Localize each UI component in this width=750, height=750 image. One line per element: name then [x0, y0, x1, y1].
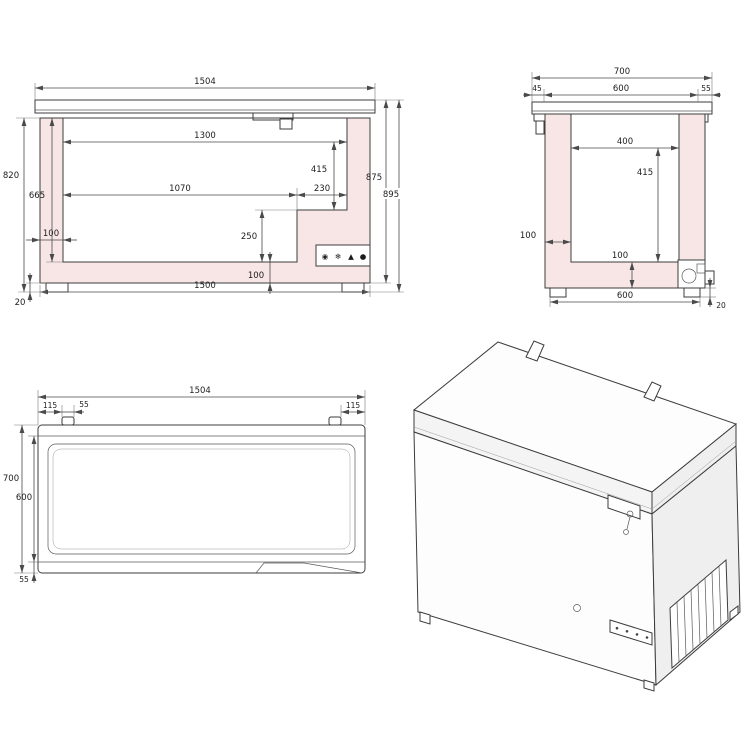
dim-upper-depth: 415 — [311, 165, 327, 175]
lid-seal-line — [47, 443, 356, 555]
dim-base-thickness: 100 — [612, 251, 628, 261]
control-panel-frame — [609, 619, 653, 646]
dim-front-strip: 55 — [19, 575, 29, 584]
compressor-unit — [677, 259, 715, 289]
dim-lid-width: 1504 — [189, 386, 211, 396]
dim-inner-depth: 415 — [637, 168, 653, 178]
dim-front-edge: 55 — [701, 84, 711, 93]
side-section-view: 700 45 600 55 400 415 100 100 600 — [520, 67, 726, 310]
dim-hinge-offset-right: 115 — [346, 401, 361, 410]
snowflake-icon: ❄ — [335, 252, 341, 261]
dim-foot-height: 20 — [716, 301, 726, 310]
dim-lid-width: 1504 — [194, 77, 216, 87]
foot-left — [45, 282, 69, 293]
dim-label-bg — [379, 188, 403, 199]
compressor-motor — [681, 268, 697, 284]
control-panel: ◉ ❄ ▲ ● — [315, 244, 371, 267]
handle-recess — [255, 562, 363, 574]
foot-front-left — [419, 611, 431, 625]
indicator-light — [645, 636, 649, 639]
hinge-bracket — [252, 112, 294, 121]
compressor-terminal — [696, 263, 706, 274]
dim-total-height: 895 — [383, 190, 399, 200]
hinge-latch — [279, 118, 293, 130]
foot-back-right — [729, 605, 739, 621]
dim-wall-thickness: 100 — [520, 231, 536, 241]
foot-left — [549, 287, 567, 298]
dim-floor-width: 1070 — [169, 184, 191, 194]
key-head — [623, 529, 629, 535]
dim-hinge-width: 55 — [79, 400, 89, 409]
dim-inner-width: 400 — [617, 137, 633, 147]
lid-outline — [34, 99, 376, 114]
indicator-light — [625, 630, 629, 633]
thermostat-knob — [573, 604, 581, 612]
compressor-bracket — [704, 270, 715, 285]
front-section-view: ◉ ❄ ▲ ● 1504 1300 415 1070 230 100 250 — [3, 77, 404, 308]
dim-lid-depth: 600 — [16, 493, 32, 503]
alarm-icon: ▲ — [348, 252, 354, 261]
dim-back-edge: 45 — [532, 84, 542, 93]
hinge-right — [328, 416, 342, 426]
top-view: 1504 115 55 115 700 600 55 — [3, 386, 366, 584]
control-panel-frame — [315, 244, 371, 267]
foot-right — [341, 282, 365, 293]
indicator-light — [635, 633, 639, 636]
dim-inner-width: 1300 — [194, 131, 216, 141]
dim-inner-depth: 665 — [29, 191, 45, 201]
foot-right — [683, 287, 701, 298]
dim-step-height: 250 — [241, 232, 257, 242]
lid-rim-line-side — [651, 440, 737, 510]
dim-base-depth: 600 — [617, 291, 633, 301]
dim-height-no-feet: 875 — [366, 173, 382, 183]
iso-control-panel — [609, 619, 653, 646]
dim-lid-depth: 700 — [614, 67, 630, 77]
dim-total-depth: 700 — [3, 474, 19, 484]
dim-body-height: 820 — [3, 171, 19, 181]
dim-mid-segment: 600 — [613, 84, 629, 94]
lid-outline — [531, 101, 713, 115]
key-shaft — [626, 516, 631, 530]
hinge-body — [535, 120, 545, 135]
hinge-back-left — [525, 340, 545, 362]
dim-base-thickness: 100 — [248, 271, 264, 281]
dim-wall-thickness: 100 — [43, 229, 59, 239]
dim-step-width: 230 — [314, 184, 330, 194]
hinge-back-right — [643, 381, 662, 402]
light-icon: ● — [360, 252, 367, 261]
foot-front-right — [643, 679, 655, 692]
lid-outline — [37, 424, 366, 574]
indicator-light — [615, 626, 619, 630]
dim-foot-height: 20 — [15, 298, 26, 308]
vent-grille — [669, 558, 729, 670]
lock-plate — [607, 494, 641, 520]
lid-rim-line — [413, 426, 653, 510]
lid-lock — [607, 494, 641, 535]
hinge-left — [61, 416, 75, 426]
lid-inner-line — [52, 448, 351, 550]
dim-base-width: 1500 — [194, 281, 216, 291]
isometric-view — [412, 340, 741, 692]
dim-hinge-offset-left: 115 — [43, 401, 58, 410]
power-icon: ◉ — [322, 252, 329, 261]
